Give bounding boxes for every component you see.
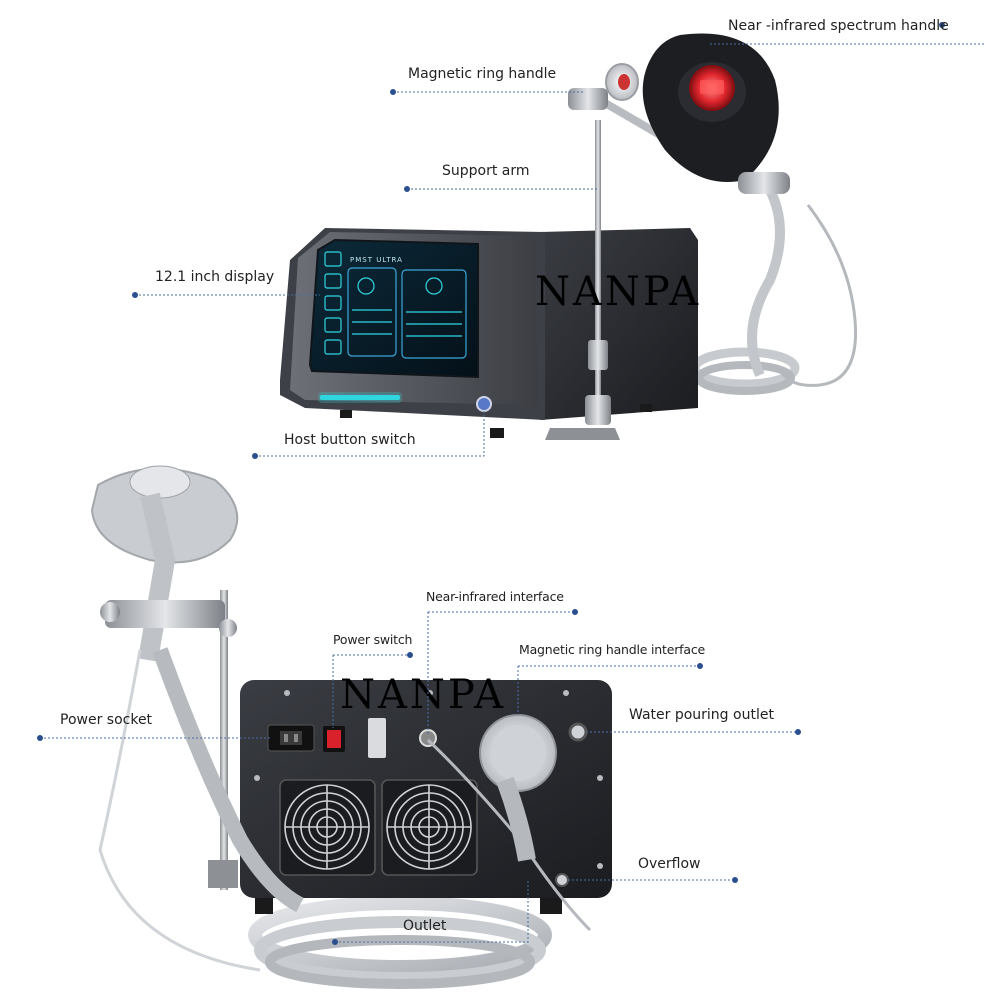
label-magnetic-ring-interface: Magnetic ring handle interface (519, 642, 705, 657)
water-pouring-outlet[interactable] (568, 722, 588, 742)
near-infrared-handle (642, 33, 858, 387)
leader-lines (40, 43, 985, 943)
label-overflow: Overflow (638, 856, 701, 872)
label-near-infrared-interface: Near-infrared interface (426, 589, 564, 604)
label-near-infrared-handle: Near -infrared spectrum handle (728, 18, 949, 34)
label-support-arm: Support arm (442, 163, 530, 179)
cooling-fan-right (381, 779, 478, 876)
screen-ui (324, 251, 467, 359)
label-host-button: Host button switch (284, 432, 416, 448)
hose-coil-bottom (248, 896, 552, 989)
label-magnetic-ring-handle: Magnetic ring handle (408, 66, 557, 82)
label-outlet: Outlet (403, 918, 447, 934)
magnetic-ring-handle-top (568, 63, 639, 110)
label-power-switch: Power switch (333, 632, 413, 647)
watermark-top: NANPA (535, 269, 701, 315)
cooling-fan-left (279, 779, 376, 876)
rating-plate (368, 718, 386, 758)
magnetic-ring-handle-interface[interactable] (479, 714, 557, 862)
power-switch[interactable] (323, 726, 345, 752)
label-water-outlet: Water pouring outlet (629, 707, 774, 723)
status-light-strip (320, 395, 400, 400)
power-socket[interactable] (267, 724, 315, 752)
leader-dots (37, 22, 945, 945)
screen-title: PMST ULTRA (350, 256, 403, 264)
label-display: 12.1 inch display (155, 269, 275, 285)
magnetic-ring-handle-bottom (90, 465, 304, 972)
watermark-bottom: NANPA (340, 672, 506, 718)
host-unit: PMST ULTRA (280, 228, 698, 438)
overflow-port[interactable] (555, 873, 569, 887)
touch-screen[interactable] (308, 238, 479, 379)
label-power-socket: Power socket (60, 712, 153, 728)
